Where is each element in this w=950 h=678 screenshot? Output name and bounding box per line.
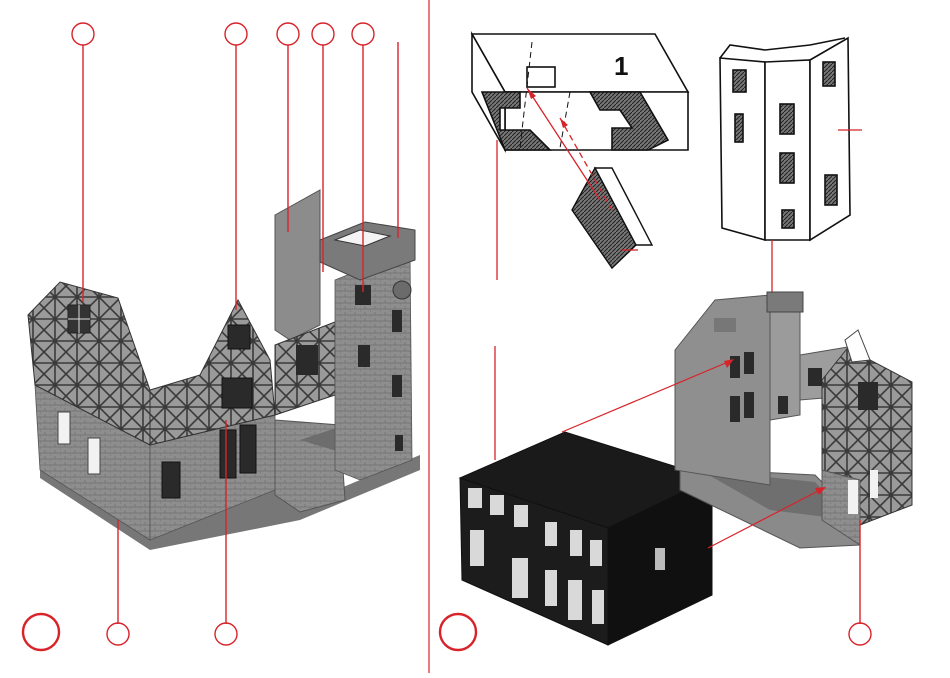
- callout-circle: [849, 623, 871, 645]
- callout-circle: [312, 23, 334, 45]
- callout-circle: [277, 23, 299, 45]
- central-window: [220, 430, 236, 478]
- fold-box-diagram: [472, 34, 688, 150]
- central-window: [162, 462, 180, 498]
- tower-window: [392, 375, 402, 397]
- printed-building-card: [460, 432, 712, 645]
- left-wing-opening: [58, 412, 70, 444]
- insert-panel-piece: [572, 168, 652, 268]
- callout-circle: [107, 623, 129, 645]
- central-window: [222, 378, 252, 408]
- central-window: [240, 425, 256, 473]
- connecting-window: [296, 345, 318, 375]
- callout-circle: [225, 23, 247, 45]
- large-step-circle: [440, 614, 476, 650]
- tower-round-window: [393, 281, 411, 299]
- callout-circle: [72, 23, 94, 45]
- large-step-circle: [23, 614, 59, 650]
- tower-window: [395, 435, 403, 451]
- tower-window: [358, 345, 370, 367]
- callout-circle: [215, 623, 237, 645]
- folded-interior-card: [720, 38, 850, 240]
- step-number: 1: [614, 51, 628, 81]
- back-wall-panel: [275, 190, 320, 340]
- assembled-building-model: [28, 190, 420, 550]
- callout-circle: [352, 23, 374, 45]
- left-wing-opening: [88, 438, 100, 474]
- tower-window: [392, 310, 402, 332]
- central-window: [228, 325, 250, 349]
